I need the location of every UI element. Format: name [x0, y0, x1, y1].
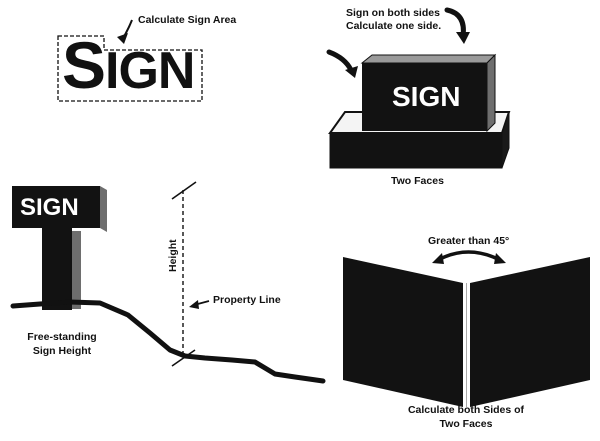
freestanding-caption-line1: Free-standing	[27, 331, 97, 343]
angle-arc-head-right	[494, 253, 506, 264]
sign-area-dashed-outline	[57, 35, 203, 102]
sign-area-callout: Calculate Sign Area	[138, 14, 237, 26]
angled-caption-line2: Two Faces	[439, 418, 493, 430]
height-bottom-tick	[171, 349, 196, 367]
height-top-tick	[171, 181, 197, 200]
angle-label: Greater than 45°	[428, 235, 510, 247]
freestanding-caption-line2: Sign Height	[32, 345, 92, 357]
two-faces-arrow-left	[326, 49, 354, 73]
freestanding-sign-face	[12, 186, 100, 228]
two-faces-sign-side	[486, 53, 496, 133]
angled-caption-line1: Calculate both Sides of	[407, 404, 525, 416]
sign-area-sign-first-letter: S	[62, 28, 106, 102]
two-faces-base-front	[329, 132, 503, 169]
two-faces-arrow-left-head	[345, 66, 358, 78]
property-line-pointer-head	[189, 300, 199, 309]
angle-arc	[437, 250, 501, 262]
freestanding-pole-side	[72, 231, 81, 309]
height-label: Height	[167, 239, 179, 272]
two-faces-callout-line2: Calculate one side.	[346, 20, 442, 32]
sign-area-arrow-head	[117, 33, 128, 44]
sign-area-sign-rest: IGN	[105, 42, 195, 100]
two-faces-sign-top	[360, 54, 497, 64]
two-faces-sign-text: SIGN	[392, 81, 461, 112]
freestanding-sign-side	[100, 186, 107, 232]
two-faces-sign-front	[362, 63, 487, 131]
angled-face-left	[343, 257, 463, 407]
freestanding-pole	[42, 228, 72, 310]
freestanding-sign-text: SIGN	[20, 194, 79, 221]
two-faces-caption: Two Faces	[391, 175, 444, 187]
sign-area-sign-text: SIGN	[62, 32, 195, 100]
property-line-label: Property Line	[213, 294, 281, 306]
angle-arc-head-left	[432, 253, 444, 264]
angled-face-right	[470, 257, 590, 407]
two-faces-arrow-right-head	[456, 32, 470, 44]
two-faces-callout-line1: Sign on both sides	[346, 7, 440, 19]
